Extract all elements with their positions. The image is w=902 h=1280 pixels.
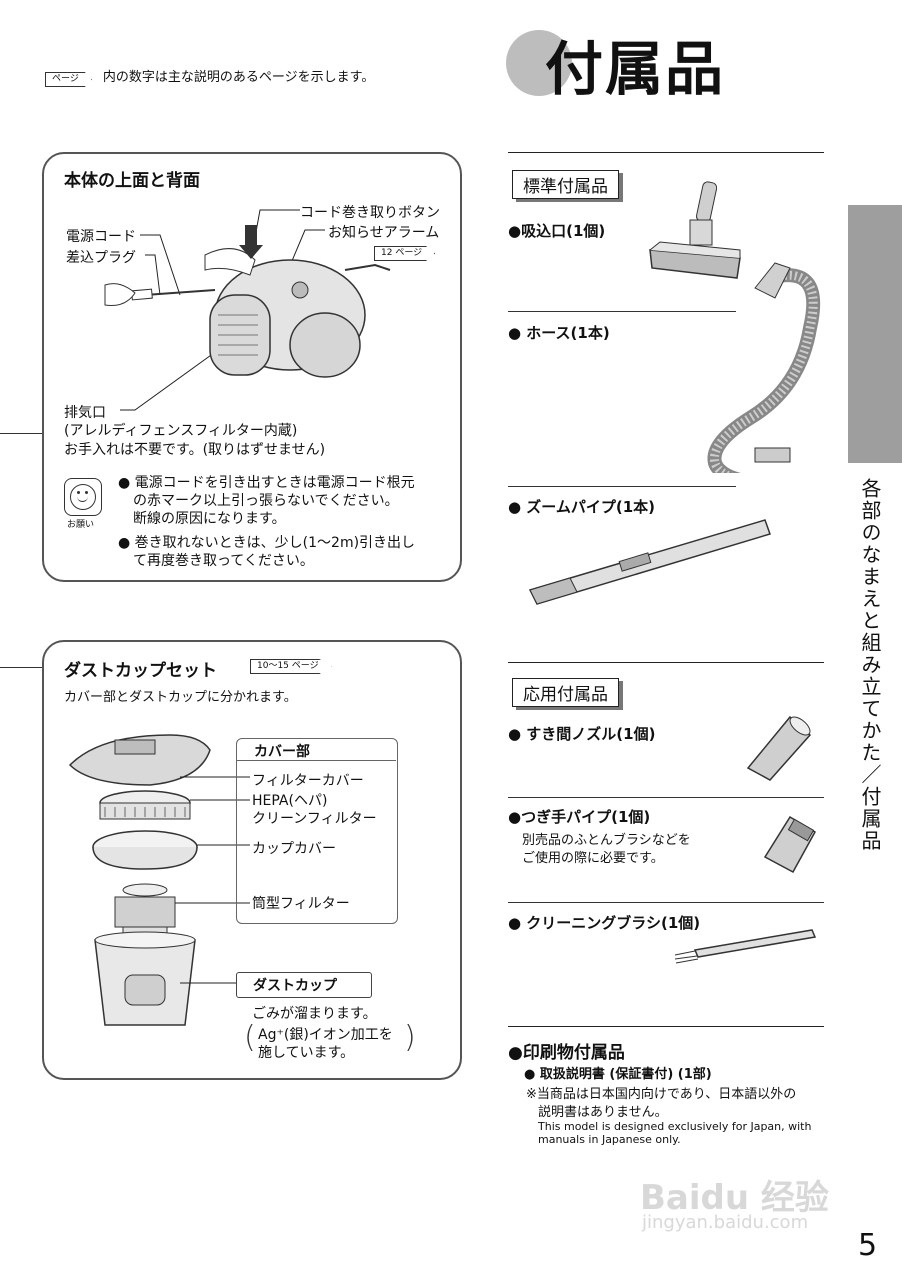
hepa-label-2: クリーンフィルター [252, 811, 377, 827]
standard-top-rule [508, 152, 824, 153]
exhaust-label: 排気口 [64, 405, 106, 421]
onegai-icon [64, 478, 102, 516]
joint-pipe-icon [763, 815, 817, 874]
crevice-nozzle-icon [746, 715, 812, 781]
tube-filter-label: 筒型フィルター [252, 896, 350, 912]
dust-cup-note: ごみが溜まります。 [252, 1006, 377, 1022]
exhaust-note: お手入れは不要です。(取りはずせません) [64, 442, 326, 458]
title-circle-decoration [506, 30, 572, 96]
connector-line [0, 433, 43, 434]
page-ref-badge: 10〜15 ページ [250, 659, 332, 674]
item-divider [508, 797, 824, 798]
optional-item-joint-pipe: ●つぎ手パイプ(1個) [508, 808, 651, 826]
page-ref-tag: ページ [45, 72, 92, 87]
page-ref-badge: 12 ページ [374, 246, 436, 261]
cleaning-brush-icon [674, 929, 817, 964]
filter-cover-label: フィルターカバー [252, 773, 364, 789]
hose-icon [707, 262, 821, 473]
cover-section-label: カバー部 [254, 744, 310, 760]
dust-cup-title: ダストカップセット [64, 661, 217, 681]
printed-note: ※当商品は日本国内向けであり、日本語以外の [526, 1087, 797, 1102]
dust-cup-panel [42, 640, 462, 1080]
onegai-label: お願い [67, 520, 95, 530]
printed-english-note-2: manuals in Japanese only. [538, 1133, 681, 1146]
top-back-title: 本体の上面と背面 [64, 171, 200, 191]
optional-top-rule [508, 662, 824, 663]
optional-tab: 応用付属品 [512, 678, 619, 707]
standard-tab: 標準付属品 [512, 170, 619, 199]
page-ref-number: 10〜15 [257, 661, 289, 671]
page-ref-number: 12 [381, 248, 393, 258]
note-1: ● 電源コードを引き出すときは電源コード根元 の赤マーク以上引っ張らないでくださ… [118, 475, 415, 527]
baidu-watermark-url: jingyan.baidu.com [642, 1212, 809, 1233]
item-divider [508, 902, 824, 903]
item-divider [508, 311, 736, 312]
printed-title: ●印刷物付属品 [508, 1043, 625, 1063]
vacuum-body-illustration [104, 209, 391, 411]
chapter-side-title: 各部のなまえと組み立てかた／付属品 [858, 478, 882, 852]
page-ref-tag: ページ [395, 248, 423, 258]
paren-left: ( [244, 1020, 256, 1055]
power-cord-label: 電源コード [66, 229, 136, 245]
alarm-label: お知らせアラーム [328, 225, 440, 241]
ag-ion-note-2: 施しています。 [258, 1045, 355, 1061]
top-back-panel [42, 152, 462, 582]
page-ref-tag: ページ [291, 661, 319, 671]
cord-reel-button-label: コード巻き取りボタン [300, 205, 440, 221]
item-divider [508, 486, 736, 487]
page-title: 付属品 [545, 35, 726, 103]
note-2: ● 巻き取れないときは、少し(1〜2m)引き出し て再度巻き取ってください。 [118, 535, 416, 569]
paren-right: ) [404, 1020, 416, 1055]
standard-item-zoom-pipe: ● ズームパイプ(1本) [508, 498, 656, 516]
plug-label: 差込プラグ [66, 250, 136, 266]
printed-manual: ● 取扱説明書 (保証書付) (1部) [524, 1067, 712, 1082]
dust-cup-subtitle: カバー部とダストカップに分かれます。 [64, 690, 297, 705]
optional-item-crevice: ● すき間ノズル(1個) [508, 725, 656, 743]
page-number: 5 [858, 1228, 878, 1263]
printed-english-note: This model is designed exclusively for J… [538, 1120, 812, 1133]
ag-ion-note: Ag⁺(銀)イオン加工を [258, 1027, 393, 1043]
standard-item-hose: ● ホース(1本) [508, 324, 610, 342]
page-ref-note: 内の数字は主な説明のあるページを示します。 [102, 70, 375, 85]
floor-nozzle-icon [649, 181, 741, 279]
zoom-pipe-icon [528, 519, 771, 605]
exhaust-sub-label: (アレルディフェンスフィルター内蔵) [64, 423, 298, 439]
dust-cup-label: ダストカップ [236, 972, 372, 998]
standard-item-nozzle: ●吸込口(1個) [508, 222, 606, 240]
baidu-watermark-logo: Baidu 经验 [640, 1178, 829, 1218]
cover-section-frame [236, 738, 398, 924]
cup-cover-label: カップカバー [252, 841, 336, 857]
page-ref-legend: ページ 内の数字は主な説明のあるページを示します。 [45, 66, 374, 87]
chapter-tab [848, 205, 902, 463]
printed-top-rule [508, 1026, 824, 1027]
optional-item-brush: ● クリーニングブラシ(1個) [508, 914, 701, 932]
cover-section-header [236, 738, 396, 761]
hepa-label: HEPA(ヘパ) [252, 793, 328, 809]
joint-pipe-note-2: ご使用の際に必要です。 [522, 851, 664, 866]
dust-cup-exploded-illustration [68, 734, 250, 1026]
joint-pipe-note: 別売品のふとんブラシなどを [522, 833, 691, 848]
connector-line [0, 667, 43, 668]
printed-note-2: 説明書はありません。 [538, 1105, 668, 1120]
